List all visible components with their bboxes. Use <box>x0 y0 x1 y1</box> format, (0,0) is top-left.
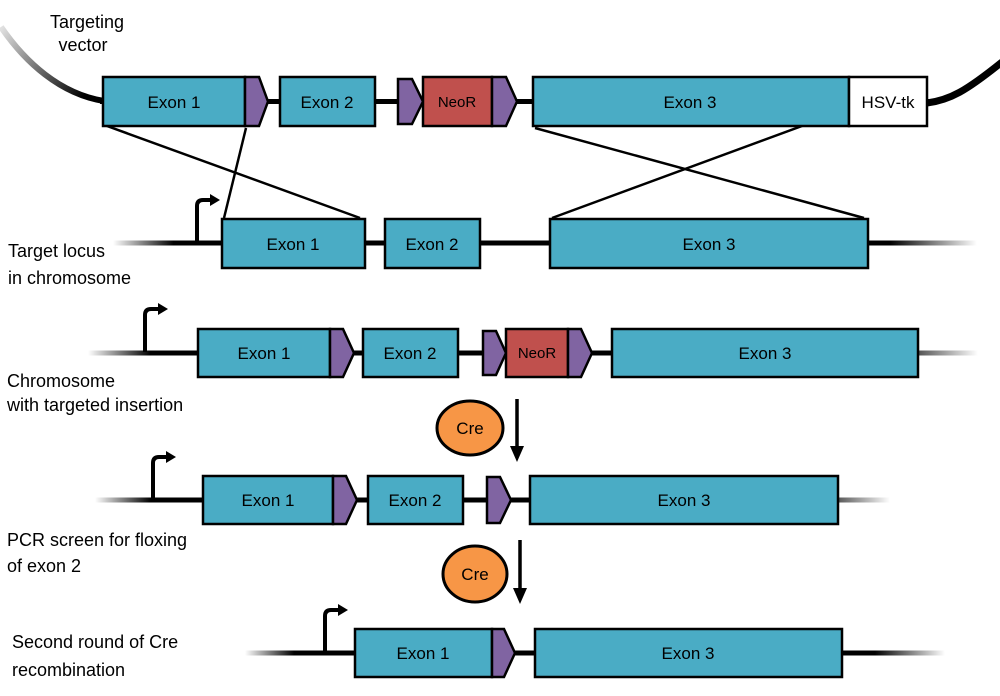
loxp-site-icon <box>490 627 517 679</box>
loxp-site-icon <box>490 75 519 128</box>
loxp-site-icon <box>566 327 594 379</box>
recombination-cross-line <box>534 126 865 220</box>
exon3-label: Exon 3 <box>664 93 717 112</box>
locus-exon2-box <box>383 217 482 270</box>
exon3-label: Exon 3 <box>683 235 736 254</box>
row-label-targeted-insertion: with targeted insertion <box>6 395 183 415</box>
recombination-cross-line <box>551 124 803 220</box>
exon1-label: Exon 1 <box>148 93 201 112</box>
exon3-label: Exon 3 <box>739 344 792 363</box>
chromosome-line <box>113 240 977 246</box>
loxp-site-icon <box>243 75 270 128</box>
row-label-targeting-vector: vector <box>58 35 107 55</box>
recombination-cross-line <box>106 124 361 220</box>
promoter-arrow-icon <box>195 194 220 242</box>
cre-action-down-arrow-icon <box>513 540 527 604</box>
exon1-label: Exon 1 <box>242 491 295 510</box>
exon2-label: Exon 2 <box>406 235 459 254</box>
cre-label: Cre <box>461 565 488 584</box>
loxp-site-icon <box>396 77 425 126</box>
promoter-arrow-icon <box>151 451 176 499</box>
exon3-label: Exon 3 <box>658 491 711 510</box>
neor-label: NeoR <box>438 94 477 111</box>
exon1-label: Exon 1 <box>267 235 320 254</box>
row-label-target-locus: in chromosome <box>8 268 131 288</box>
exon2-label: Exon 2 <box>384 344 437 363</box>
insertion-exon3-box <box>610 327 920 379</box>
cre-recombinase-oval <box>441 544 509 604</box>
exon1-label: Exon 1 <box>397 644 450 663</box>
locus-exon3-box <box>548 217 870 270</box>
hsvtk-label: HSV-tk <box>862 93 915 112</box>
floxed-exon1-box <box>201 474 335 526</box>
loxp-site-icon <box>331 474 359 526</box>
exon3-label: Exon 3 <box>662 644 715 663</box>
loxp-site-icon <box>481 329 508 377</box>
row-label-second-round: Second round of Cre <box>12 632 178 652</box>
row-label-targeting-vector: Targeting <box>50 12 124 32</box>
floxed-exon3-box <box>528 474 840 526</box>
neor-label: NeoR <box>518 345 557 362</box>
exon2-label: Exon 2 <box>389 491 442 510</box>
floxed-exon2-box <box>366 474 465 526</box>
row-label-target-locus: Target locus <box>8 241 105 261</box>
row-label-second-round: recombination <box>12 660 125 680</box>
locus-exon1-box <box>220 217 367 270</box>
vector-exon3-box <box>531 75 851 128</box>
cre-action-down-arrow-icon <box>510 399 524 462</box>
cre-label: Cre <box>456 419 483 438</box>
row-label-pcr-screen: of exon 2 <box>7 556 81 576</box>
vector-backbone-curve-left <box>0 25 105 104</box>
cre-recombinase-oval <box>435 399 505 457</box>
vector-backbone-curve-right <box>926 59 1000 107</box>
promoter-arrow-icon <box>323 604 348 652</box>
row-label-targeted-insertion: Chromosome <box>7 371 115 391</box>
recombination-cross-line <box>222 127 248 219</box>
row-label-pcr-screen: PCR screen for floxing <box>7 530 187 550</box>
loxp-site-icon <box>485 475 513 525</box>
vector-exon2-box <box>278 75 377 128</box>
vector-hsvtk-box <box>847 75 929 128</box>
exon2-label: Exon 2 <box>301 93 354 112</box>
promoter-arrow-icon <box>143 303 168 352</box>
exon1-label: Exon 1 <box>238 344 291 363</box>
final-exon3-box <box>533 627 844 679</box>
loxp-site-icon <box>328 327 356 379</box>
insertion-exon2-box <box>361 327 460 379</box>
